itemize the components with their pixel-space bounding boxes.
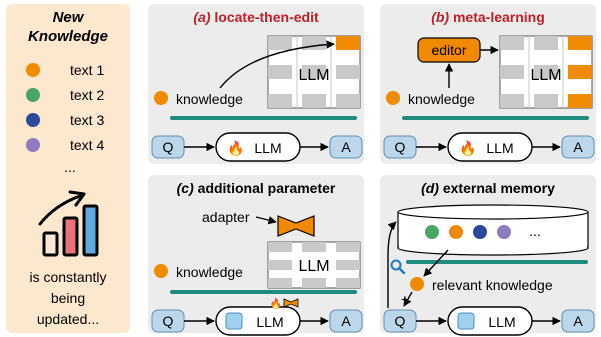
left-ellipsis: ... [64,159,76,175]
adapter-bowtie-icon [277,215,315,237]
left-item-2-label: text 2 [70,87,104,103]
panel-d-title-prefix: (d) [421,180,439,196]
memory-ellipsis: ... [529,223,541,239]
panel-d-title-text: external memory [439,180,555,196]
relevant-knowledge-label: relevant knowledge [432,277,553,293]
panel-b-title: (b) meta-learning [431,9,545,25]
llm-block-c: LLM [267,241,361,289]
frozen-ice-icon [225,312,243,330]
growth-chart-icon [38,190,99,257]
panel-d-a-label: A [573,313,583,329]
panel-additional-parameter: (c) additional parameter adapter LLM kno… [148,175,364,336]
text1-dot-icon [26,63,40,77]
panel-d-q-label: Q [395,313,406,329]
left-item-3-label: text 3 [70,112,104,128]
panel-d-title: (d) external memory [421,180,555,196]
panel-b-title-prefix: (b) [431,9,449,25]
llm-block-b: LLM [499,35,593,109]
memory-database-icon [397,204,589,256]
fire-icon: 🔥 [227,140,244,157]
fire-icon: 🔥 [270,297,282,310]
panel-a-q-label: Q [163,139,174,155]
panel-c-a-label: A [341,313,351,329]
text3-dot-icon [26,113,40,127]
llm-block-a-label: LLM [298,67,329,84]
llm-block-b-label: LLM [530,67,561,84]
memory-dot-purple [497,225,511,239]
knowledge-dot-icon [154,264,168,278]
memory-dot-blue [473,225,487,239]
llm-block-c-label: LLM [298,258,329,275]
fire-icon: 🔥 [459,140,476,157]
editor-label: editor [431,42,466,58]
panel-b-llm-label: LLM [486,140,513,156]
search-icon [390,259,406,275]
left-caption-line1: is constantly [29,269,106,285]
panel-b-title-text: meta-learning [449,9,545,25]
a-node [561,309,595,333]
panel-c-title-text: additional parameter [194,180,336,196]
left-title-line2: Knowledge [28,28,108,45]
panel-d-llm-label: LLM [488,314,515,330]
small-adapter-icon [283,298,299,308]
retrieve-arrow [387,221,397,308]
panel-a-title: (a) locate-then-edit [193,9,319,25]
panel-a-llm-label: LLM [254,140,281,156]
panel-c-knowledge-label: knowledge [176,264,243,280]
panel-c-q-label: Q [163,313,174,329]
left-item-1-label: text 1 [70,62,104,78]
text2-dot-icon [26,88,40,102]
frozen-ice-icon [457,312,475,330]
relevant-knowledge-dot-icon [410,277,424,291]
adapter-label: adapter [202,209,250,225]
a-node [561,135,595,159]
memory-dot-green [425,225,439,239]
left-caption-line2: being [51,290,85,306]
text4-dot-icon [26,138,40,152]
memory-dot-orange [449,225,463,239]
knowledge-dot-icon [154,91,168,105]
panel-b-a-label: A [573,139,583,155]
panel-a-knowledge-label: knowledge [176,91,243,107]
a-node [329,135,363,159]
panel-meta-learning: (b) meta-learning LLM editor knowledge Q… [380,4,596,164]
llm-block-a: LLM [267,35,361,109]
left-caption-line3: updated... [37,311,99,327]
panel-a-title-text: locate-then-edit [211,9,319,25]
panel-b-q-label: Q [395,139,406,155]
knowledge-dot-icon [386,91,400,105]
panel-c-title: (c) additional parameter [177,180,336,196]
panel-a-edit-arrow [219,40,335,89]
panel-c-llm-label: LLM [256,314,283,330]
panel-a-a-label: A [341,139,351,155]
panel-external-memory: (d) external memory ... relevant knowled… [380,175,596,336]
new-knowledge-panel: New Knowledge text 1 text 2 text 3 text … [6,4,130,333]
panel-c-title-prefix: (c) [177,180,194,196]
left-item-4-label: text 4 [70,137,104,153]
panel-a-title-prefix: (a) [193,9,210,25]
panel-locate-then-edit: (a) locate-then-edit LLM knowledge Q 🔥 L… [148,4,364,164]
a-node [329,309,363,333]
panel-b-knowledge-label: knowledge [408,91,475,107]
left-title-line1: New [53,9,85,26]
